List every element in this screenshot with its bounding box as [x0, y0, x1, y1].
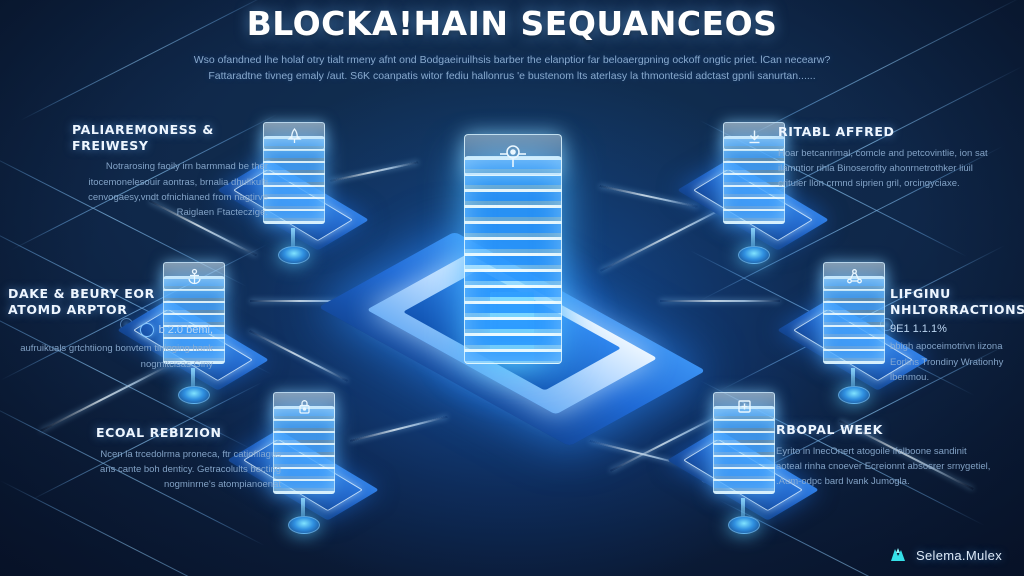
- callout-body: Notrarosing faoily irn barmmad be ther i…: [88, 161, 268, 219]
- node-pedestal: [278, 246, 310, 264]
- node-stem: [291, 228, 295, 254]
- metric-value: b 2.0 beml,: [158, 324, 213, 337]
- download-icon: [723, 122, 785, 150]
- node-top-right[interactable]: [677, 118, 829, 268]
- node-bottom-right[interactable]: [667, 388, 819, 538]
- node-top-left[interactable]: [217, 118, 369, 268]
- node-block-stack: [263, 136, 325, 224]
- node-stem: [751, 228, 755, 254]
- callout-body: Hoar betcanrimal, comcle and petcovintli…: [778, 147, 988, 190]
- node-block-stack: [823, 276, 885, 364]
- central-block-stack: [464, 156, 562, 364]
- node-mid-right[interactable]: [777, 258, 929, 408]
- callout-title: RBOPAL WEEK: [776, 422, 883, 437]
- hospital-cross-icon: [713, 392, 775, 420]
- page-title: BLOCKA!HAIN SEQUANCEOS: [246, 4, 778, 43]
- network-icon: [823, 262, 885, 290]
- node-pedestal: [728, 516, 760, 534]
- node-pedestal: [288, 516, 320, 534]
- callout-right-bottom: RBOPAL WEEK Eyrito in lnecOnert atogoile…: [776, 422, 992, 490]
- node-stem: [191, 368, 195, 394]
- node-bottom-left[interactable]: [227, 388, 379, 538]
- brand-mark-icon: [889, 547, 908, 564]
- callout-metric: b 2.0 beml,: [8, 323, 213, 338]
- brand-name: Selema.Mulex: [916, 548, 1002, 563]
- node-block-stack: [723, 136, 785, 224]
- callout-title: PALIAREMONESS & FREIWESY: [72, 122, 214, 153]
- central-tower[interactable]: [318, 130, 706, 447]
- footer-brand: Selema.Mulex: [889, 547, 1002, 564]
- lock-icon: [273, 392, 335, 420]
- node-stem: [301, 498, 305, 524]
- node-block-stack: [273, 406, 335, 494]
- callout-left-top: PALIAREMONESS & FREIWESY Notrarosing fao…: [72, 122, 268, 221]
- page-subtitle: Wso ofandned lhe holaf otry tialt rmeny …: [193, 54, 831, 83]
- rocket-icon: [263, 122, 325, 150]
- callout-right-mid: LIFGINU NHLTORRACTIONS 9E1 1.1.1% bbigh …: [890, 286, 1024, 385]
- target-node-icon: [464, 134, 562, 176]
- node-pedestal: [178, 386, 210, 404]
- callout-body: aufruikuals grtchtiiong bonvtem tiniogin…: [20, 343, 213, 370]
- node-mid-left[interactable]: [117, 258, 269, 408]
- callout-title: DAKE & BEURY EOR ATOMD ARPTOR: [8, 286, 155, 317]
- node-stem: [741, 498, 745, 524]
- anchor-icon: [163, 262, 225, 290]
- node-block-stack: [713, 406, 775, 494]
- callout-title: ECOAL REBIZION: [96, 425, 222, 440]
- header: BLOCKA!HAIN SEQUANCEOS Wso ofandned lhe …: [0, 4, 1024, 85]
- metric-value: 9E1 1.1.1%: [890, 323, 947, 336]
- callout-body: bbigh apoceimotrivn iizona Eorlins Trond…: [890, 341, 1004, 383]
- callout-title: LIFGINU NHLTORRACTIONS: [890, 286, 1024, 317]
- callout-body: Ncen la trcedolrma proneca, ftr catiofli…: [100, 448, 281, 491]
- node-pedestal: [738, 246, 770, 264]
- node-pedestal: [838, 386, 870, 404]
- callout-metric: 9E1 1.1.1%: [890, 323, 1020, 335]
- callout-title: RITABL AFFRED: [778, 124, 895, 139]
- callout-body: Eyrito in lnecOnert atogoile lfelboone s…: [776, 445, 991, 488]
- callout-left-mid: DAKE & BEURY EOR ATOMD ARPTOR b 2.0 beml…: [8, 286, 213, 372]
- node-stem: [851, 368, 855, 394]
- callout-right-top: RITABL AFFRED Hoar betcanrimal, comcle a…: [778, 124, 988, 192]
- metric-ring-icon: [139, 323, 154, 338]
- callout-left-bottom: ECOAL REBIZION Ncen la trcedolrma pronec…: [96, 425, 281, 493]
